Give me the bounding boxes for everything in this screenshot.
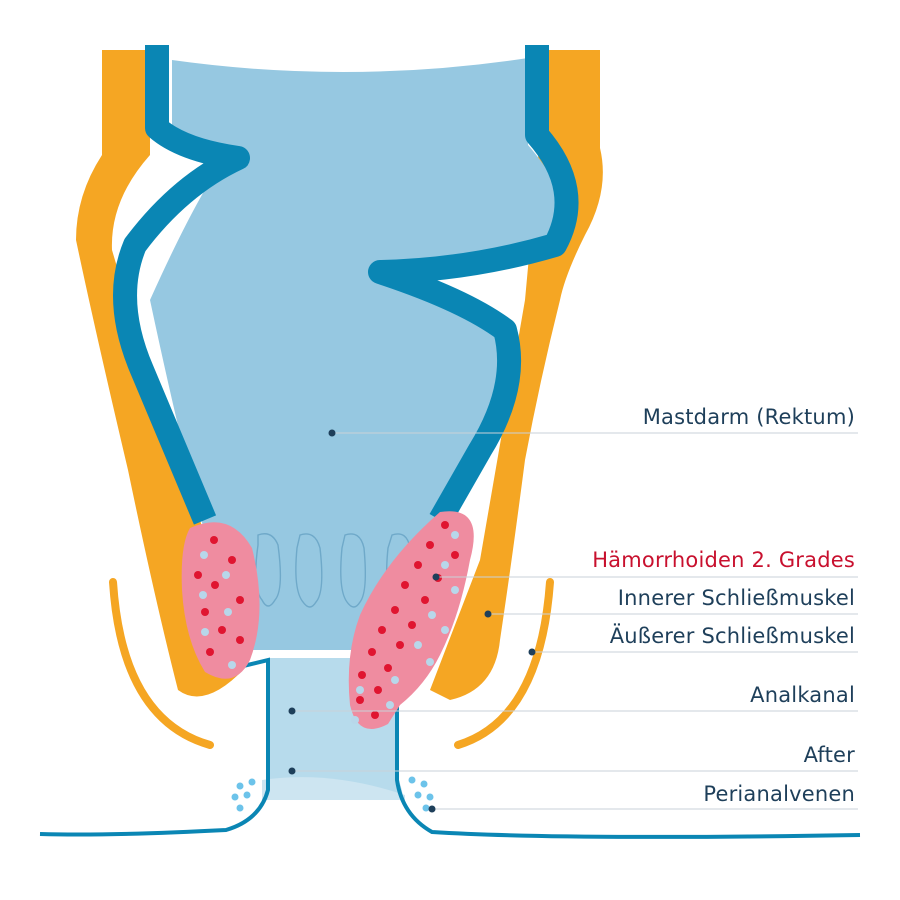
- label-hemorrhoids: Hämorrhoiden 2. Grades: [592, 548, 855, 572]
- leader-dots: [288, 429, 536, 813]
- left-outer-sphincter-arc: [109, 578, 214, 749]
- hemorrhoid-dots-blue: [199, 531, 459, 724]
- right-canal-wall: [395, 665, 861, 839]
- label-perianal-veins: Perianalvenen: [703, 782, 855, 806]
- left-rectum-wall: [113, 45, 250, 525]
- perianal-veins-left: [231, 778, 256, 812]
- label-rectum: Mastdarm (Rektum): [642, 405, 855, 429]
- label-outer-sphincter: Äußerer Schließmuskel: [609, 624, 855, 648]
- label-anus: After: [803, 743, 855, 767]
- label-inner-sphincter: Innerer Schließmuskel: [617, 586, 855, 610]
- left-canal-wall: [39, 657, 270, 837]
- anal-canal-lower: [262, 777, 405, 800]
- rectum-lumen: [150, 58, 564, 650]
- right-rectum-wall: [368, 45, 579, 526]
- label-anal-canal: Analkanal: [750, 683, 855, 707]
- perianal-veins-right: [408, 776, 434, 812]
- leader-lines: [292, 432, 858, 810]
